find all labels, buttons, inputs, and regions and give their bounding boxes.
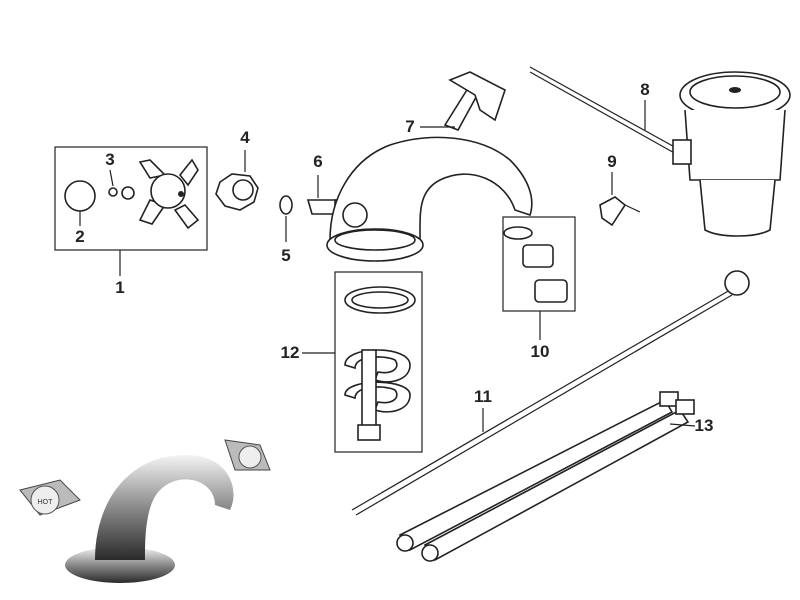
- part-4-nut: [215, 150, 259, 211]
- part-12-mounting-kit: [302, 271, 423, 453]
- part-9-clevis: [599, 172, 641, 227]
- label-7: 7: [405, 117, 415, 136]
- part-13-flexible-hoses: [396, 391, 696, 562]
- label-9: 9: [607, 152, 617, 171]
- label-13: 13: [694, 416, 714, 435]
- part-11-lift-rod: [351, 270, 750, 516]
- label-11: 11: [474, 387, 492, 406]
- hot-indice-text: HOT: [38, 499, 54, 506]
- part-5-washer: [279, 195, 293, 242]
- cross-handle: [138, 158, 200, 230]
- part-3-screw: [108, 186, 135, 200]
- label-10: 10: [530, 342, 550, 361]
- product-photo-monobloc-basin-mixer: HOT: [19, 439, 271, 583]
- label-1: 1: [115, 278, 125, 297]
- part-10-aerator: [502, 216, 576, 340]
- part-2-indice-cap: [64, 180, 96, 212]
- label-3: 3: [105, 150, 115, 169]
- label-6: 6: [313, 152, 323, 171]
- label-4: 4: [240, 128, 250, 147]
- label-2: 2: [75, 227, 85, 246]
- label-12: 12: [280, 343, 300, 362]
- part-7-tap-body: [326, 71, 533, 262]
- part-8-pop-up-waste: [529, 66, 791, 237]
- part-1-handle-assembly: [54, 146, 208, 276]
- label-8: 8: [640, 80, 650, 99]
- label-5: 5: [281, 246, 291, 265]
